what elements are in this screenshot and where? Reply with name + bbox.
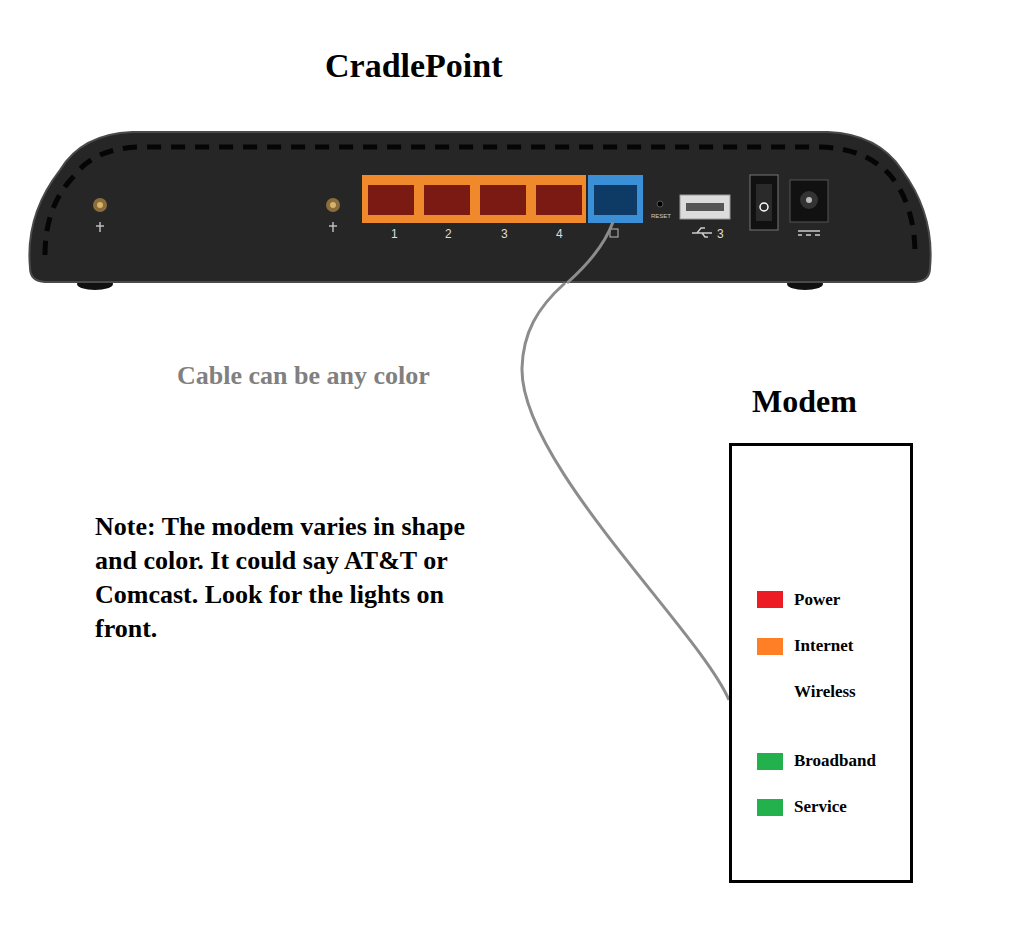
status-light (757, 638, 783, 655)
wan-port (594, 185, 637, 215)
status-light (757, 591, 783, 608)
lan-port (424, 185, 470, 215)
antenna-connector (326, 198, 340, 212)
usb-port (680, 195, 730, 219)
power-jack (800, 191, 818, 209)
router: CradlePoint1234RESET3 (25, 130, 930, 285)
lan-port (536, 185, 582, 215)
wan-port (588, 175, 643, 223)
status-light (757, 799, 783, 816)
cable (522, 283, 729, 700)
light-label: Service (794, 797, 847, 817)
port-number: 4 (556, 227, 563, 241)
cable (567, 222, 613, 283)
light-label: Internet (794, 636, 853, 656)
status-light (757, 753, 783, 770)
edge-label: Cable can be any color (177, 360, 430, 391)
light-label: Wireless (794, 682, 856, 702)
lan-port (368, 185, 414, 215)
modem-box: ModemPowerInternetWirelessBroadbandServi… (729, 443, 913, 883)
usb-port (686, 203, 724, 211)
antenna-connector (93, 198, 107, 212)
light-label: Power (794, 590, 840, 610)
reset-label: RESET (651, 213, 671, 220)
port-number: 1 (391, 227, 398, 241)
dc-symbol (798, 231, 820, 235)
antenna-connector (97, 202, 103, 208)
modem-heading: Modem (752, 382, 857, 420)
power-switch (756, 184, 772, 221)
port-number: 2 (445, 227, 452, 241)
lan-ports (362, 175, 586, 223)
antenna-symbol (96, 222, 337, 232)
light-label: Broadband (794, 751, 876, 771)
note-text: Note: The modem varies in shape and colo… (95, 510, 475, 646)
port-number: 3 (717, 227, 724, 241)
lan-port (480, 185, 526, 215)
power-jack (790, 180, 828, 222)
port-number: 3 (501, 227, 508, 241)
router-title: CradlePoint (325, 46, 503, 87)
reset-hole (657, 201, 663, 207)
vent-slots (45, 147, 915, 255)
antenna-connector (330, 202, 336, 208)
power-switch (750, 175, 778, 230)
power-jack (806, 197, 812, 203)
power-switch (760, 203, 768, 211)
usb-symbol (692, 228, 712, 237)
router-body (29, 132, 930, 282)
